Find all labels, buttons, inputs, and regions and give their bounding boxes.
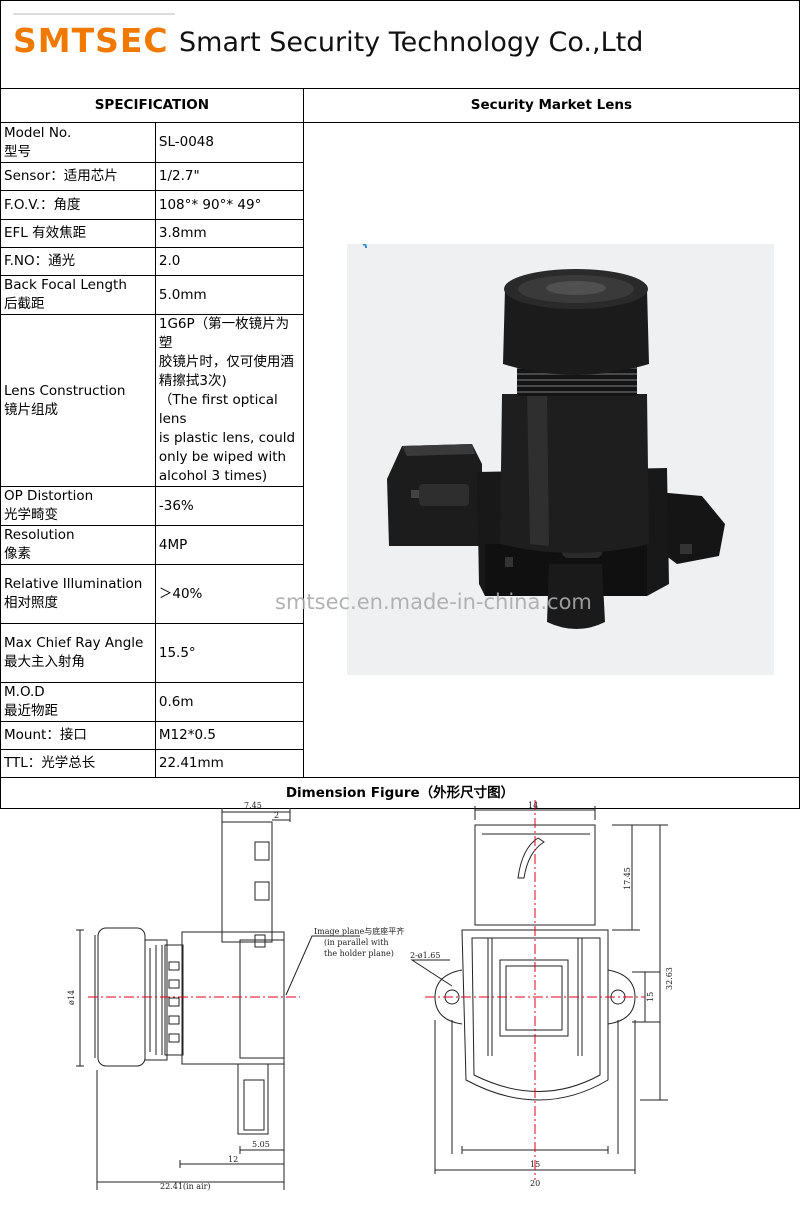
row-value: 2.0 [154, 247, 304, 276]
lens-illustration [362, 243, 725, 629]
row-label: TTL：光学总长 [0, 749, 156, 778]
side-holder-top [221, 821, 273, 943]
company-name: Smart Security Technology Co.,Ltd [179, 27, 644, 58]
row-value: 4MP [154, 525, 304, 565]
row-value: 108°* 90°* 49° [154, 190, 304, 220]
note-label: the holder plane) [324, 949, 394, 958]
dim-label: 17.45 [623, 867, 632, 890]
front-right-ear [607, 969, 636, 1025]
dim-label: 22.41(in air) [160, 1182, 211, 1191]
note-label: Image plane与底座平齐 [314, 926, 404, 936]
dim-label: 2 [274, 811, 279, 820]
row-label: Model No.型号 [0, 122, 156, 163]
note-label: (in parallel with [324, 938, 389, 947]
row-value: ＞40% [154, 564, 304, 624]
row-value: 22.41mm [154, 749, 304, 778]
row-label: EFL 有效焦距 [0, 219, 156, 248]
row-value: SL-0048 [154, 122, 304, 163]
row-value: 15.5° [154, 623, 304, 683]
dim-label: 15 [530, 1160, 540, 1169]
row-value-multiline: 1G6P（第一枚镜片为塑胶镜片时，仅可使用酒精擦拭3次)（The first o… [154, 314, 304, 487]
lens-photo-cell [302, 122, 800, 778]
spec-table: SPECIFICATION Security Market Lens Model… [0, 88, 800, 809]
lens-photo [346, 243, 774, 675]
watermark: smtsec.en.made-in-china.com [275, 590, 592, 614]
dim-label: 32.63 [665, 967, 674, 990]
row-value: 3.8mm [154, 219, 304, 248]
row-label: Sensor：适用芯片 [0, 162, 156, 191]
dim-label: 20 [530, 1179, 540, 1188]
row-label: F.O.V.：角度 [0, 190, 156, 220]
side-holder-body [181, 931, 285, 1065]
row-value: 5.0mm [154, 275, 304, 315]
dimension-drawings: 7.45 2 ø14 Image plane与底座平齐 (in parallel… [0, 790, 800, 1202]
dim-label: 2-ø1.65 [410, 951, 440, 960]
side-lower-tube [237, 1063, 269, 1135]
dim-label: 12 [228, 1155, 238, 1164]
dim-label: 14 [528, 801, 538, 810]
dimension-svg: 7.45 2 ø14 Image plane与底座平齐 (in parallel… [67, 800, 674, 1191]
row-value: -36% [154, 486, 304, 526]
dim-label: 5.05 [252, 1140, 270, 1149]
row-label: Mount：接口 [0, 721, 156, 750]
row-value: 1/2.7" [154, 162, 304, 191]
header: SMTSEC Smart Security Technology Co.,Ltd [0, 0, 800, 89]
row-value: 0.6m [154, 682, 304, 722]
dim-label: 15 [646, 992, 655, 1002]
lens-header: Security Market Lens [302, 88, 800, 123]
front-holder-body [461, 929, 609, 1101]
logo-rule [13, 13, 175, 15]
dimension-title: Dimension Figure（外形尺寸图） [0, 777, 800, 809]
row-label: F.NO：通光 [0, 247, 156, 276]
dim-label: ø14 [67, 990, 76, 1005]
front-sensor [499, 959, 569, 1037]
row-value: M12*0.5 [154, 721, 304, 750]
dim-label: 7.45 [244, 801, 262, 810]
spec-header: SPECIFICATION [0, 88, 304, 123]
company-logo: SMTSEC [13, 21, 169, 60]
